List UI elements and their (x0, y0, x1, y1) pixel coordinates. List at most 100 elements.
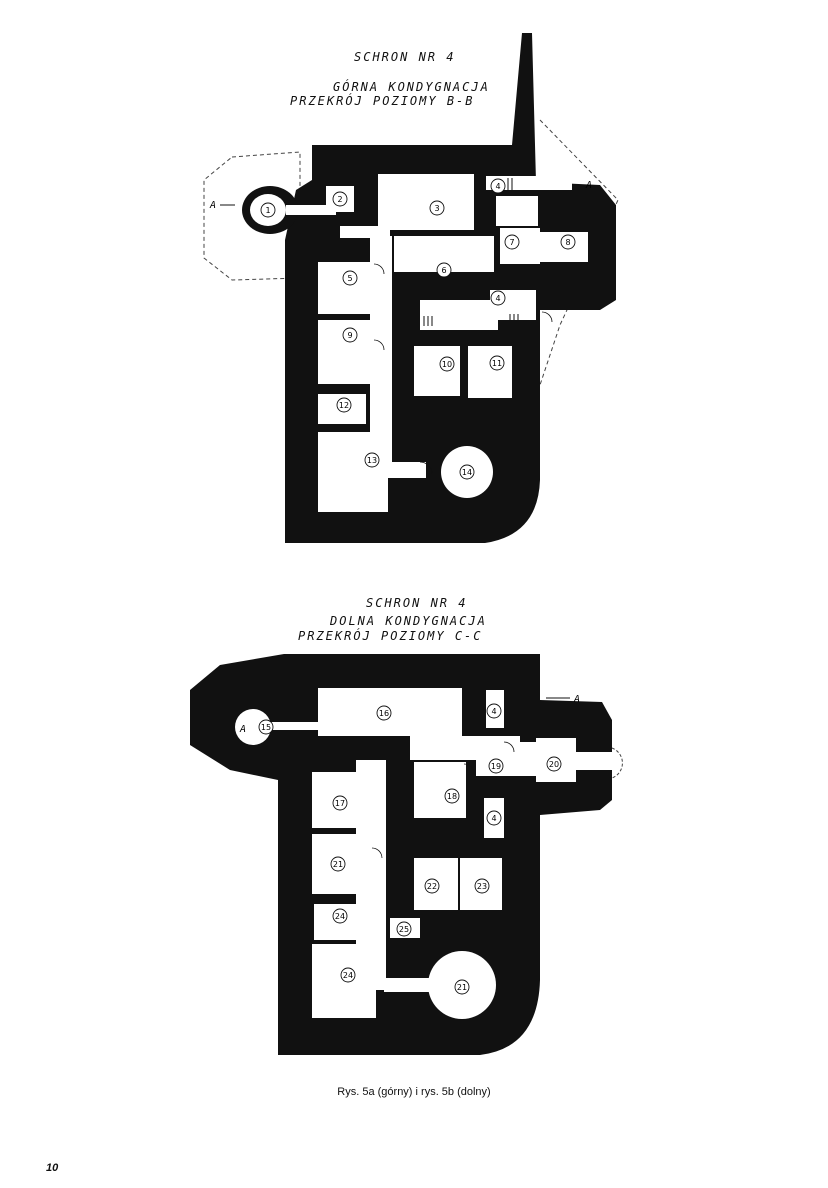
bottom-room-number: 22 (427, 882, 437, 891)
bottom-room-number: 19 (491, 762, 501, 771)
bottom-room-badge (424, 878, 440, 894)
top-room-4-upper (496, 196, 538, 226)
bottom-room-badge (486, 810, 502, 826)
bottom-room-number: 17 (335, 799, 345, 808)
top-room-number: 12 (339, 401, 349, 410)
top-room-number: 6 (441, 266, 446, 275)
top-room-number: 1 (265, 206, 270, 215)
page-number: 10 (46, 1162, 59, 1174)
bottom-room-15 (235, 709, 271, 745)
bottom-room-badge (396, 921, 412, 937)
top-room-number: 11 (492, 359, 502, 368)
bottom-room-badge (330, 856, 346, 872)
top-dashed-contour-right (539, 119, 619, 386)
top-stair-marks (423, 178, 519, 326)
bottom-room-number: 21 (457, 983, 467, 992)
top-room-badge (439, 356, 455, 372)
bottom-plan-title-3: PRZEKRÓJ POZIOMY C-C (298, 629, 483, 643)
top-room-badge (342, 327, 358, 343)
top-plan-title-1: SCHRON NR 4 (354, 50, 456, 64)
top-room-number: 3 (434, 204, 439, 213)
top-room-number: 9 (347, 331, 352, 340)
top-stair-corridor (420, 300, 498, 330)
top-section-marker-left: A (209, 200, 216, 211)
bottom-room-badge (340, 967, 356, 983)
bottom-room-number: 16 (379, 709, 389, 718)
bottom-room-number: 21 (333, 860, 343, 869)
bottom-room-badge (376, 705, 392, 721)
bottom-passage-15 (268, 722, 358, 730)
top-room-3 (378, 174, 474, 230)
bottom-room-number: 20 (549, 760, 559, 769)
top-room-number: 8 (565, 238, 570, 247)
top-section-marker-right: A (585, 180, 592, 191)
bottom-section-marker-right: A (573, 694, 580, 705)
top-room-10 (414, 346, 460, 396)
bottom-room-number: 4 (491, 707, 496, 716)
top-plan-title-3: PRZEKRÓJ POZIOMY B-B (290, 94, 475, 108)
bottom-room-badge (488, 758, 504, 774)
top-room-badge (364, 452, 380, 468)
top-plan-title-2: GÓRNA KONDYGNACJA (333, 80, 490, 94)
bottom-room-number: 4 (491, 814, 496, 823)
top-room-badge (504, 234, 520, 250)
bottom-room-badge (332, 795, 348, 811)
bottom-room-badge (486, 703, 502, 719)
bottom-plan-title-1: SCHRON NR 4 (366, 596, 468, 610)
top-room-badge (490, 178, 506, 194)
bottom-room-badge (474, 878, 490, 894)
bottom-room-badge (444, 788, 460, 804)
top-room-badge (490, 290, 506, 306)
bottom-right-exit (576, 752, 612, 770)
top-concrete-mass (285, 33, 616, 543)
top-room-badge (436, 262, 452, 278)
top-room-badge (560, 234, 576, 250)
top-room-badge (332, 191, 348, 207)
top-room-number: 10 (442, 360, 452, 369)
top-room-number: 2 (337, 195, 342, 204)
top-room-badge (342, 270, 358, 286)
top-room-badge (260, 202, 276, 218)
top-door-arcs (373, 263, 553, 475)
top-room-number: 4 (495, 294, 500, 303)
bottom-room-number: 18 (447, 792, 457, 801)
bottom-room-number: 25 (399, 925, 409, 934)
top-room-number: 14 (462, 468, 472, 477)
top-room-badge (459, 464, 475, 480)
bottom-room-number: 15 (261, 723, 271, 732)
top-passage-14 (386, 462, 426, 478)
bottom-room-labels: 15 16 4 17 18 19 20 4 21 22 23 24 25 24 21 (258, 703, 562, 995)
top-room-number: 4 (495, 182, 500, 191)
bottom-room-number: 24 (343, 971, 353, 980)
bottom-room-badge (332, 908, 348, 924)
bottom-floor-plan: A A 15 16 4 17 18 19 20 4 21 22 23 24 25 24 21 (190, 654, 623, 1055)
top-main-corridor (370, 236, 392, 466)
top-room-badge (489, 355, 505, 371)
top-room-11 (468, 346, 512, 398)
bottom-room-badge (546, 756, 562, 772)
top-corridor-upper (340, 226, 390, 238)
top-dashed-contour-left (203, 151, 301, 281)
top-room-number: 7 (509, 238, 514, 247)
bottom-room-19 (476, 742, 536, 776)
top-left-passage (286, 205, 336, 215)
figure-caption: Rys. 5a (górny) i rys. 5b (dolny) (337, 1086, 491, 1098)
bottom-room-badge (454, 979, 470, 995)
bottom-door-arcs (371, 741, 515, 859)
top-room-13 (318, 432, 388, 512)
top-room-9 (318, 320, 370, 384)
bottom-room-badge (258, 719, 274, 735)
bottom-section-marker-left: A (239, 724, 246, 735)
top-room-5 (318, 262, 370, 314)
bottom-room-number: 24 (335, 912, 345, 921)
bottom-room-18 (414, 762, 466, 818)
top-room-badge (429, 200, 445, 216)
bottom-room-number: 23 (477, 882, 487, 891)
bottom-plan-title-2: DOLNA KONDYGNACJA (330, 614, 487, 628)
top-room-number: 13 (367, 456, 377, 465)
top-room-number: 5 (347, 274, 352, 283)
bottom-exit-arc (611, 747, 623, 779)
